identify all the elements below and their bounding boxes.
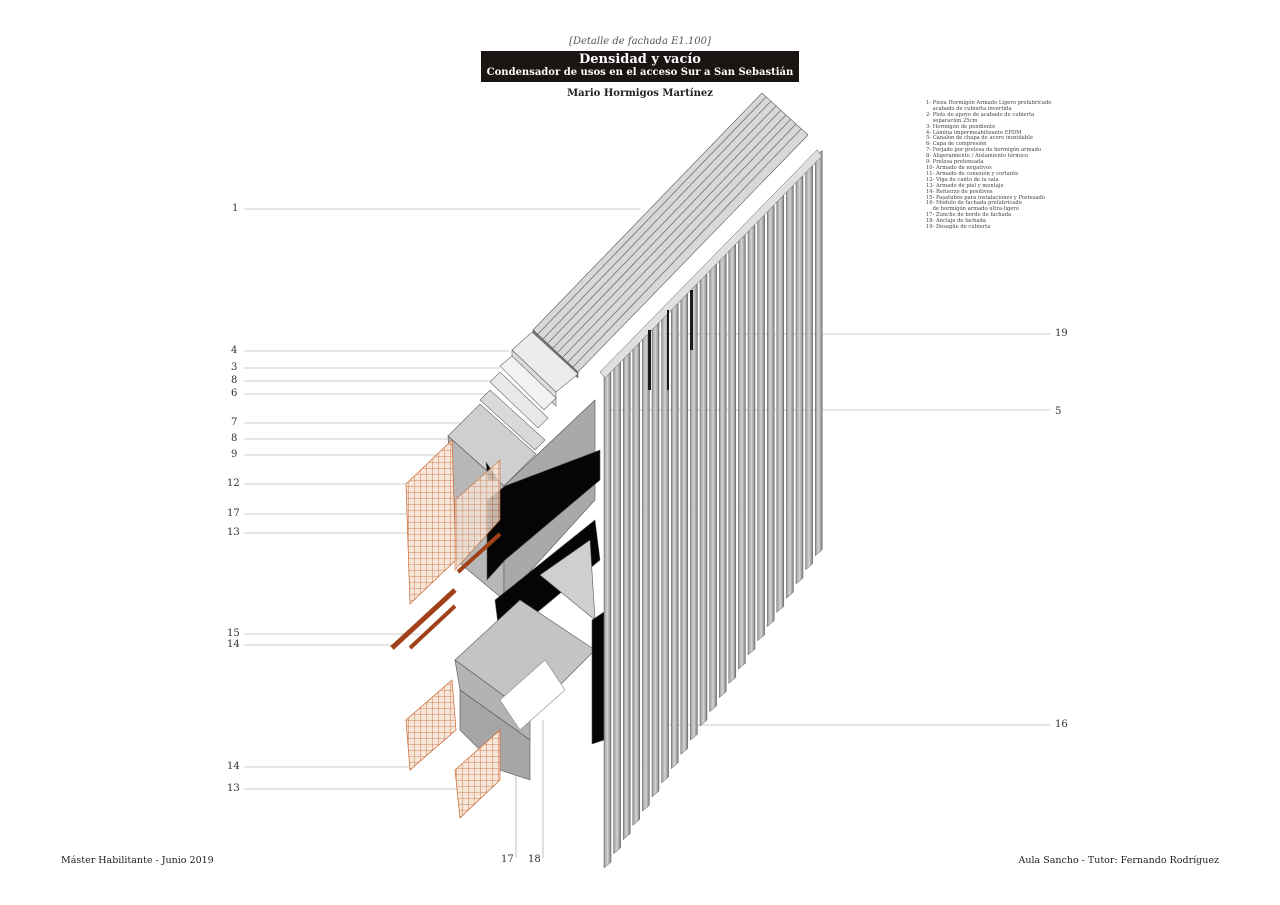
callout-label: 14 [227, 639, 240, 650]
callout-label: 19 [1055, 328, 1068, 339]
facade-fin [728, 238, 737, 684]
facade-fin [738, 228, 746, 670]
legend-item: 7- Forjado por prelosa de hormigón armad… [926, 147, 1042, 154]
title-box: Densidad y vacío Condensador de usos en … [480, 51, 800, 82]
footer-left: Máster Habilitante - Junio 2019 [61, 855, 214, 866]
facade-fin [814, 149, 823, 557]
roof-slats [532, 92, 809, 379]
legend-item: 13- Armado de piel y montaje [926, 182, 1004, 189]
callout-label: 1 [232, 203, 239, 214]
legend-item: 6- Capa de compresión [926, 141, 987, 148]
author-name: Mario Hormigos Martínez [567, 88, 713, 99]
callout-label: 9 [231, 449, 238, 460]
page-title: Densidad y vacío [579, 52, 701, 67]
callout-label: 3 [231, 362, 238, 373]
callout-label: 16 [1055, 719, 1068, 730]
facade-fin [786, 179, 794, 599]
facade-fin [670, 296, 679, 770]
facade-fin [642, 326, 650, 812]
callout-label: 17 [227, 508, 240, 519]
detail-subheading: [Detalle de fachada E1.100] [569, 36, 711, 47]
facade-fin [747, 218, 756, 656]
callout-label: 12 [227, 478, 240, 489]
callout-label: 5 [1055, 406, 1062, 417]
leader-lines [244, 208, 1050, 858]
facade-fin [613, 355, 621, 855]
legend-item: 5- Canalón de chapa de acero inoxidable [926, 135, 1033, 142]
callout-label: 4 [231, 345, 238, 356]
gutter-marks [648, 290, 693, 390]
facade-fin [805, 159, 813, 571]
legend-item: 12- Viga de canto de la sala [926, 176, 999, 183]
facade-fin [766, 198, 775, 628]
facade-fin [795, 169, 804, 585]
legend-item: 10- Armado de negativos [926, 164, 992, 171]
legend-item: 16- Módulo de fachada prefabricado [926, 200, 1022, 207]
rebar-cages [390, 439, 502, 819]
callout-label: 18 [528, 854, 541, 865]
facade-fin [699, 267, 708, 727]
legend-item: 18- Anclaje de fachada [926, 218, 986, 225]
legend-item: 17- Zuncho de borde de fachada [926, 212, 1012, 219]
footer-right: Aula Sancho - Tutor: Fernando Rodríguez [1018, 855, 1219, 866]
page-subtitle: Condensador de usos en el acceso Sur a S… [486, 67, 794, 78]
facade-fin [622, 345, 631, 841]
legend-item: 8- Aligeramiento / Aislamiento térmico [926, 153, 1028, 160]
callout-label: 7 [231, 417, 238, 428]
legend-item: 3- Hormigón de pendiente [926, 123, 996, 130]
legend-item: 19- Desagüe de cubierta [926, 224, 991, 231]
facade-fin [680, 287, 689, 755]
facade-fin [718, 247, 727, 699]
callout-label: 6 [231, 388, 238, 399]
roof-layers [447, 331, 579, 487]
callout-label: 14 [227, 761, 240, 772]
callout-label: 15 [227, 628, 240, 639]
legend-item: acabado de cubierta invertida [926, 105, 1012, 112]
facade-fin [776, 189, 785, 613]
facade-fin [709, 257, 717, 713]
legend-item: separación 25cm [926, 117, 978, 124]
legend: 1- Pieza Hormigón Armado Ligero prefabri… [926, 100, 1076, 231]
legend-item: 4- Lámina impermeabilizante EPDM [926, 129, 1022, 136]
facade-fins [599, 149, 823, 869]
legend-item: 9- Prelosa pretensada [926, 159, 984, 166]
legend-item: 11- Armado de conexión y cortante [926, 170, 1019, 177]
facade-fin [603, 365, 612, 869]
legend-item: de hormigón armado ultra-ligero [926, 206, 1019, 213]
header: [Detalle de fachada E1.100] Densidad y v… [0, 36, 1280, 99]
callout-label: 13 [227, 527, 240, 538]
legend-item: 2- Plots de apoyo de acabado de cubierta [926, 111, 1035, 118]
callout-label: 8 [231, 375, 238, 386]
legend-item: 1- Pieza Hormigón Armado Ligero prefabri… [926, 100, 1052, 106]
legend-item: 14- Refuerzo de positivos [926, 188, 993, 195]
facade-top-edge [599, 149, 823, 379]
facade-fin [651, 316, 660, 798]
callout-label: 8 [231, 433, 238, 444]
callout-label: 13 [227, 783, 240, 794]
facade-fin [757, 208, 765, 642]
facade-fin [632, 336, 641, 826]
callout-label: 17 [501, 854, 514, 865]
legend-item: 15- Pasatubos para instalaciones y Poste… [926, 194, 1045, 201]
